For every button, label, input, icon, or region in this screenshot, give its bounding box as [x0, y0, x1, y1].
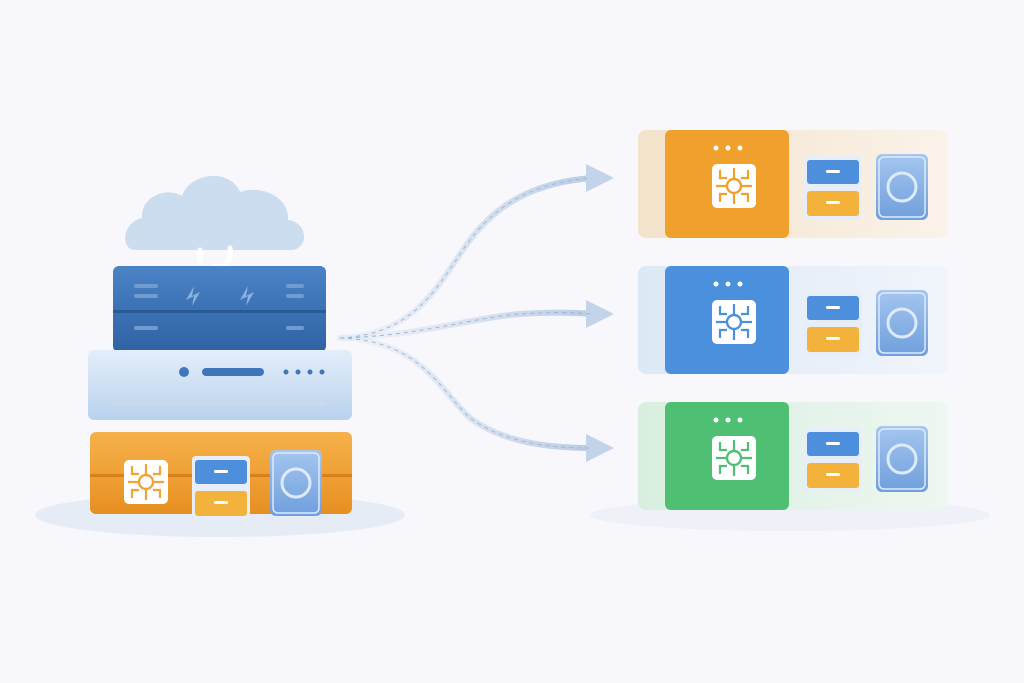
cloud-icon [125, 175, 305, 270]
target-server-blue [638, 266, 948, 374]
disk-icon [874, 152, 930, 222]
source-server [88, 266, 352, 520]
storage-drawer-icon [804, 156, 862, 220]
flow-arrow-to-green [337, 335, 595, 451]
storage-drawer-icon [804, 428, 862, 492]
disk-icon [874, 424, 930, 494]
chip-icon [710, 162, 758, 210]
target-server-orange [638, 130, 948, 238]
target-server-green [638, 402, 948, 510]
disk-icon [874, 288, 930, 358]
server-unit-bottom [90, 432, 352, 520]
flow-arrows [337, 164, 614, 462]
storage-drawer-icon [804, 292, 862, 356]
chip-icon [710, 298, 758, 346]
flow-arrow-to-blue [337, 309, 595, 341]
chip-icon [710, 434, 758, 482]
disk-icon [268, 448, 324, 518]
server-unit-middle [88, 350, 352, 420]
storage-drawer-icon [192, 456, 250, 520]
chip-icon [122, 458, 170, 506]
server-unit-top [113, 266, 326, 352]
